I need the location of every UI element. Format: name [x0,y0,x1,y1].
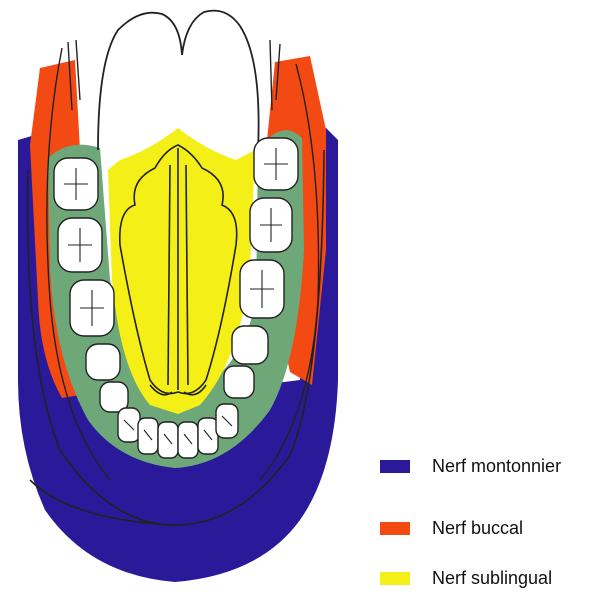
legend-label-mental: Nerf montonnier [432,455,562,476]
tooth [137,417,159,455]
legend-swatch-buccal [380,521,410,535]
tongue-outline [118,144,238,396]
legend-swatch-mental [380,459,410,473]
tooth [231,325,269,365]
jaw-outer-outline [26,149,325,526]
upper-outline [97,9,260,151]
outline-left-strands [46,39,111,481]
mental-nerve-region [18,120,338,582]
legend-label-buccal: Nerf buccal [432,517,524,538]
tooth [157,421,179,459]
tooth [223,365,255,399]
legend-item-lingual: Nerf sublingual [380,566,552,590]
legend-label-lingual: Nerf sublingual [432,567,553,588]
tooth [85,343,121,381]
sublingual-nerve-region [108,128,255,414]
tooth [197,417,219,455]
tooth-cusp-lines [64,148,288,445]
tooth [99,381,129,413]
teeth [53,137,299,459]
legend-item-buccal: Nerf buccal [380,516,523,540]
tooth [177,421,199,459]
legend-item-mental: Nerf montonnier [380,454,561,478]
legend-swatch-lingual [380,571,410,585]
chin-outline [29,479,176,526]
